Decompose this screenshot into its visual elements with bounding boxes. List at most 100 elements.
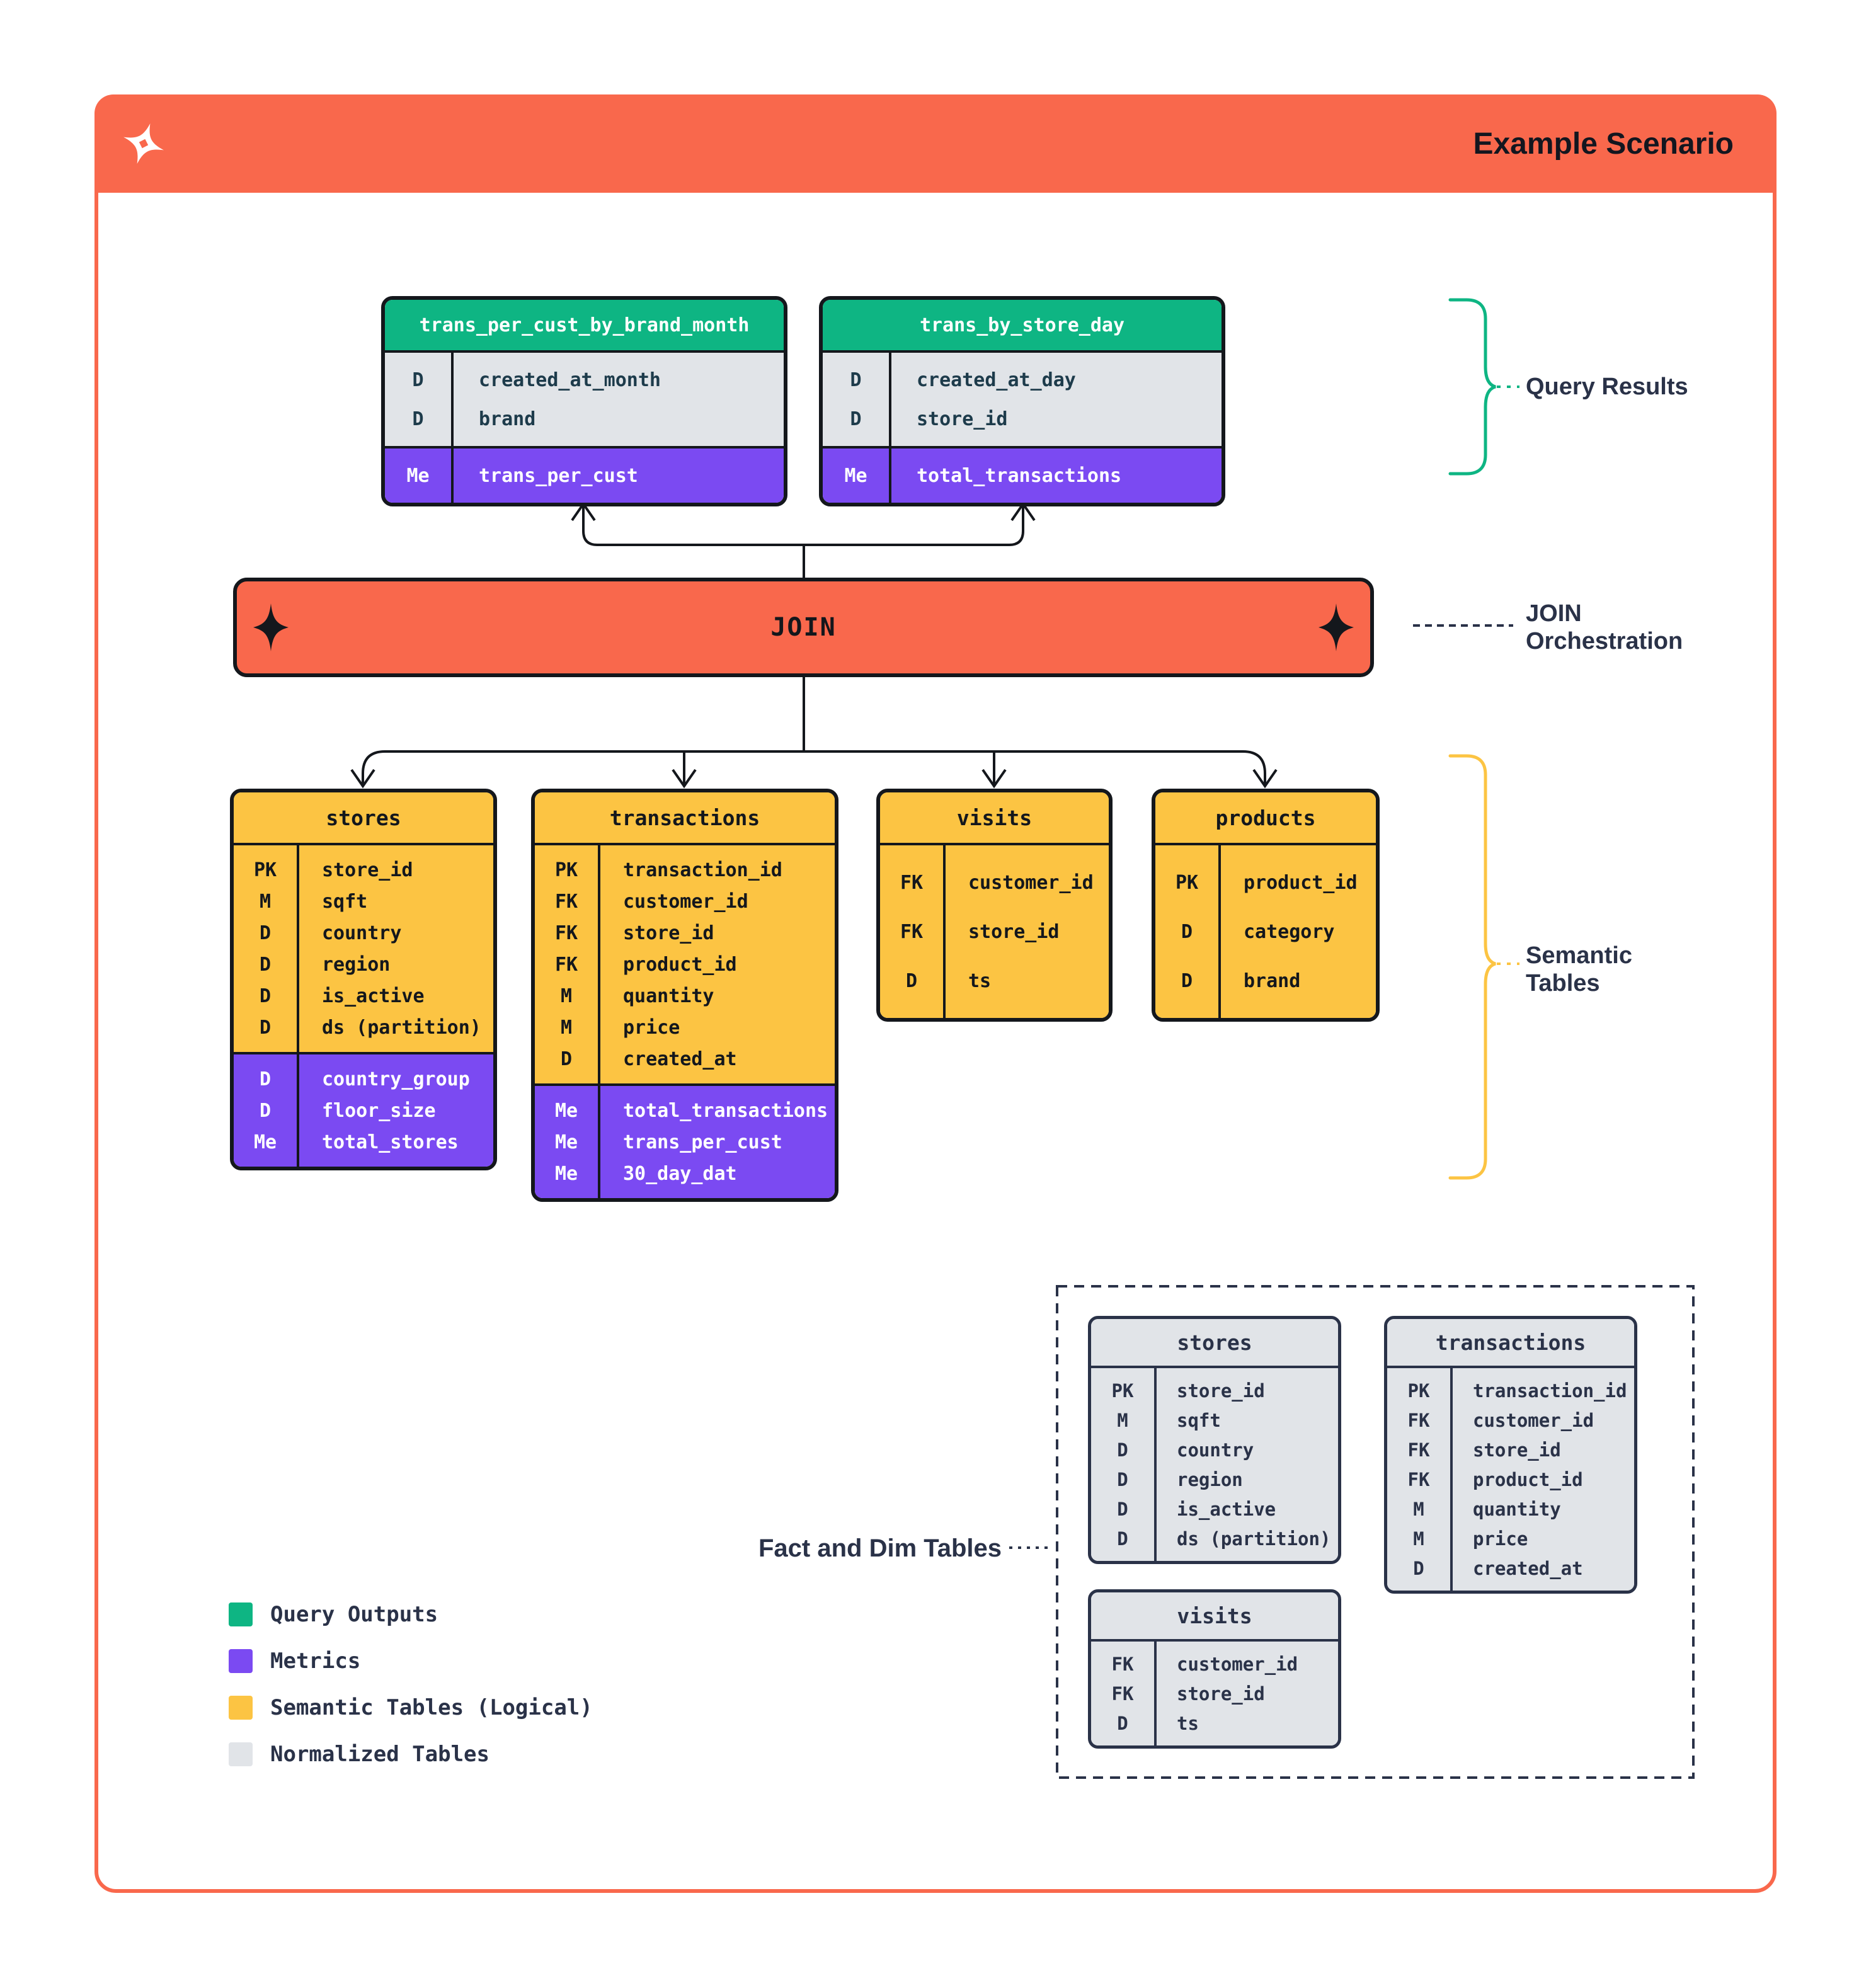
column-name: customer_id [1177,1653,1298,1675]
column-key-badge: D [259,953,272,976]
column-key-badge: Me [554,1162,578,1185]
column-key-badge: D [1117,1712,1128,1734]
table-row: FK store_id [535,917,835,949]
column-name: store_id [322,859,413,881]
column-name: total_transactions [623,1099,828,1122]
column-key-badge: FK [1407,1468,1430,1490]
column-key-badge: D [259,1099,272,1122]
column-name: sqft [1177,1409,1221,1431]
query-results-label: Query Results [1526,374,1688,400]
column-key-badge: D [850,368,862,391]
column-key-badge: M [560,1016,573,1039]
column-key-badge: FK [554,890,578,913]
column-key-badge: FK [554,922,578,944]
legend-item: Normalized Tables [229,1742,593,1767]
column-name: brand [479,408,536,430]
column-name: store_id [1177,1380,1265,1402]
join-orchestration-bar: JOIN [233,578,1374,677]
column-name: store_id [623,922,714,944]
table-row: FK customer_id [535,886,835,917]
column-name: price [623,1016,680,1039]
table-title: transactions [535,792,835,845]
table-row: FK customer_id [1091,1649,1338,1679]
column-name: total_stores [322,1131,459,1153]
column-key-badge: D [259,922,272,944]
table-row: FK customer_id [880,858,1109,907]
column-key-badge: D [412,408,424,430]
column-key-badge: FK [900,871,924,894]
join-orchestration-label: JOIN Orchestration [1526,600,1683,654]
column-key-badge: D [1117,1528,1128,1550]
table-row: PK product_id [1155,858,1376,907]
column-key-badge: FK [1111,1653,1134,1675]
column-name: brand [1244,969,1301,992]
normalized-tables-swatch-icon [229,1742,253,1766]
column-key-badge: PK [1407,1380,1430,1402]
column-key-badge: D [1117,1468,1128,1490]
column-key-badge: M [560,985,573,1007]
legend: Query Outputs Metrics Semantic Tables (L… [229,1602,593,1767]
table-title: trans_by_store_day [823,300,1222,353]
column-key-badge: D [1117,1498,1128,1520]
column-name: floor_size [322,1099,436,1122]
column-name: sqft [322,890,368,913]
column-key-badge: Me [844,464,867,487]
table-title: stores [234,792,493,845]
column-key-badge: PK [554,859,578,881]
column-key-badge: FK [1407,1409,1430,1431]
semantic-tables-label: Semantic Tables [1526,942,1632,997]
column-key-badge: FK [1407,1439,1430,1461]
semantic-tables-swatch-icon [229,1696,253,1720]
column-key-badge: PK [1175,871,1199,894]
column-key-badge: D [560,1048,573,1070]
column-name: customer_id [968,871,1094,894]
table-title: visits [880,792,1109,845]
table-row: PK transaction_id [1387,1376,1634,1405]
query-outputs-swatch-icon [229,1602,253,1626]
column-name: country_group [322,1068,470,1090]
column-name: customer_id [623,890,748,913]
legend-label: Semantic Tables (Logical) [270,1695,593,1720]
column-name: quantity [1473,1498,1561,1520]
column-name: product_id [1244,871,1358,894]
column-name: ds (partition) [322,1016,481,1039]
column-key-badge: FK [900,920,924,943]
column-name: trans_per_cust [623,1131,782,1153]
column-name: store_id [917,408,1008,430]
legend-item: Metrics [229,1648,593,1674]
column-name: created_at [623,1048,737,1070]
column-key-badge: Me [554,1099,578,1122]
column-name: customer_id [1473,1409,1594,1431]
diamond-spark-icon [253,603,289,651]
table-row: Me total_transactions [535,1095,835,1126]
column-name: transaction_id [1473,1380,1627,1402]
